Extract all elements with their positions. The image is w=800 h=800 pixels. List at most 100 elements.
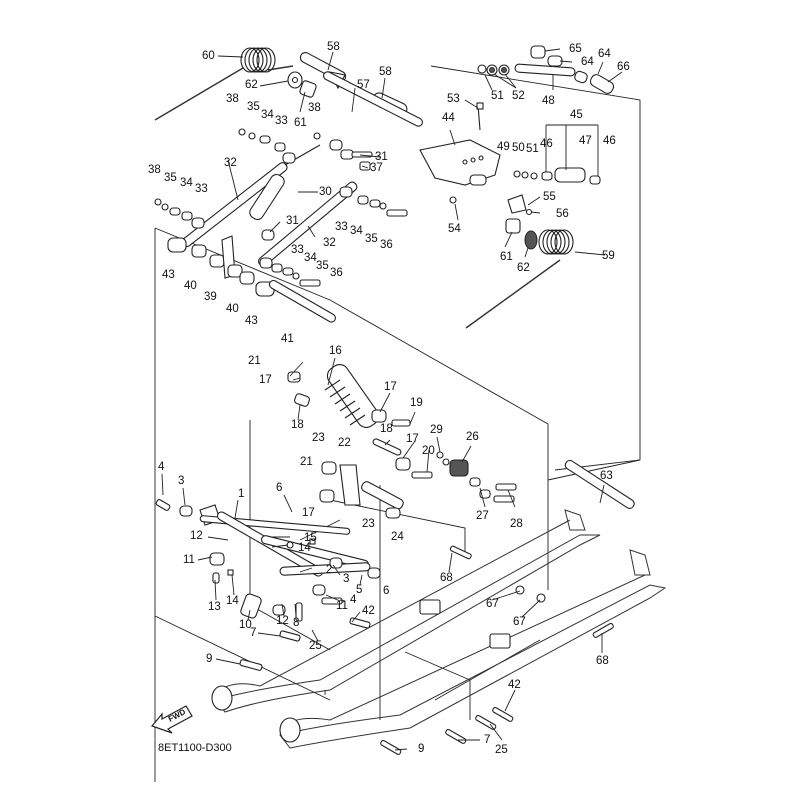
callout-61: 61 (500, 251, 513, 263)
slide-rail-left (211, 509, 601, 713)
drawing-code: 8ET1100-D300 (158, 742, 232, 754)
callout-40: 40 (226, 303, 239, 315)
callout-34: 34 (261, 109, 274, 121)
callout-23: 23 (362, 518, 375, 530)
callout-10: 10 (239, 619, 252, 631)
callout-4: 4 (350, 594, 357, 606)
callout-6: 6 (383, 585, 390, 597)
callout-34: 34 (180, 177, 193, 189)
tube-63 (564, 459, 635, 509)
spring-59 (465, 218, 574, 329)
callout-55: 55 (543, 191, 556, 203)
callout-45: 45 (570, 109, 583, 121)
callout-38: 38 (148, 164, 161, 176)
callout-18: 18 (291, 419, 304, 431)
callout-9: 9 (418, 743, 425, 755)
callout-58: 58 (379, 66, 392, 78)
callout-42: 42 (508, 679, 521, 691)
callout-11: 11 (336, 600, 348, 612)
callout-34: 34 (350, 225, 363, 237)
callout-68: 68 (596, 655, 609, 667)
callout-17: 17 (259, 374, 272, 386)
callout-37: 37 (370, 162, 383, 174)
callout-15: 15 (304, 532, 317, 544)
callout-33: 33 (335, 221, 348, 233)
callout-17: 17 (384, 381, 397, 393)
callout-12: 12 (190, 530, 203, 542)
spring-60 (154, 47, 294, 121)
callout-4: 4 (158, 461, 165, 473)
rail-hardware (380, 545, 614, 755)
callout-23: 23 (312, 432, 325, 444)
callout-66: 66 (617, 61, 630, 73)
callout-27: 27 (476, 510, 489, 522)
assembly-45 (513, 124, 601, 185)
callout-18: 18 (380, 423, 393, 435)
callout-32: 32 (224, 157, 237, 169)
callout-58: 58 (327, 41, 340, 53)
callout-59: 59 (602, 250, 615, 262)
callout-26: 26 (466, 431, 479, 443)
callout-36: 36 (330, 267, 343, 279)
washer-62-top (287, 71, 303, 89)
callout-30: 30 (319, 186, 332, 198)
callout-67: 67 (486, 598, 499, 610)
callout-19: 19 (410, 397, 423, 409)
shaft-48-assembly (477, 45, 615, 94)
slide-rail-right (279, 549, 667, 749)
callout-33: 33 (195, 183, 208, 195)
callout-42: 42 (362, 605, 375, 617)
callout-24: 24 (391, 531, 404, 543)
cam-55 (507, 194, 533, 216)
callout-12: 12 (276, 615, 289, 627)
callout-31: 31 (286, 215, 299, 227)
callout-3: 3 (343, 573, 350, 585)
callout-33: 33 (291, 244, 304, 256)
callout-38: 38 (308, 102, 321, 114)
callout-2: 2 (326, 564, 333, 576)
cross-tube-41 (167, 235, 336, 323)
callout-35: 35 (247, 101, 260, 113)
callout-56: 56 (556, 208, 569, 220)
callout-14: 14 (226, 595, 239, 607)
callout-64: 64 (598, 48, 611, 60)
shock-16 (287, 364, 433, 479)
callout-38: 38 (226, 93, 239, 105)
callout-48: 48 (542, 95, 555, 107)
callout-33: 33 (275, 115, 288, 127)
bracket-44 (419, 102, 501, 204)
callout-31: 31 (375, 151, 388, 163)
callout-21: 21 (300, 456, 313, 468)
callout-21: 21 (248, 355, 261, 367)
callout-65: 65 (569, 43, 582, 55)
callout-32: 32 (323, 237, 336, 249)
leader-lines (161, 48, 623, 751)
callout-62: 62 (245, 79, 258, 91)
callout-46: 46 (603, 135, 616, 147)
callout-35: 35 (316, 260, 329, 272)
callout-43: 43 (245, 315, 258, 327)
callout-67: 67 (513, 616, 526, 628)
callout-61: 61 (294, 117, 307, 129)
callout-63: 63 (600, 470, 613, 482)
callout-29: 29 (430, 424, 443, 436)
callout-40: 40 (184, 280, 197, 292)
callout-50: 50 (512, 142, 525, 154)
callout-7: 7 (484, 734, 491, 746)
callout-25: 25 (495, 744, 508, 756)
callout-5: 5 (356, 584, 363, 596)
callout-7: 7 (250, 627, 257, 639)
lower-hardware (209, 538, 381, 671)
callout-20: 20 (422, 445, 435, 457)
shaft-57 (323, 71, 423, 127)
callout-25: 25 (309, 640, 322, 652)
callout-35: 35 (365, 233, 378, 245)
callout-13: 13 (208, 601, 221, 613)
bracket-22-26 (319, 451, 517, 519)
callout-28: 28 (510, 518, 523, 530)
callout-14: 14 (298, 542, 311, 554)
callout-51: 51 (491, 90, 504, 102)
callout-64: 64 (581, 56, 594, 68)
callout-51: 51 (526, 143, 539, 155)
callout-62: 62 (517, 262, 530, 274)
